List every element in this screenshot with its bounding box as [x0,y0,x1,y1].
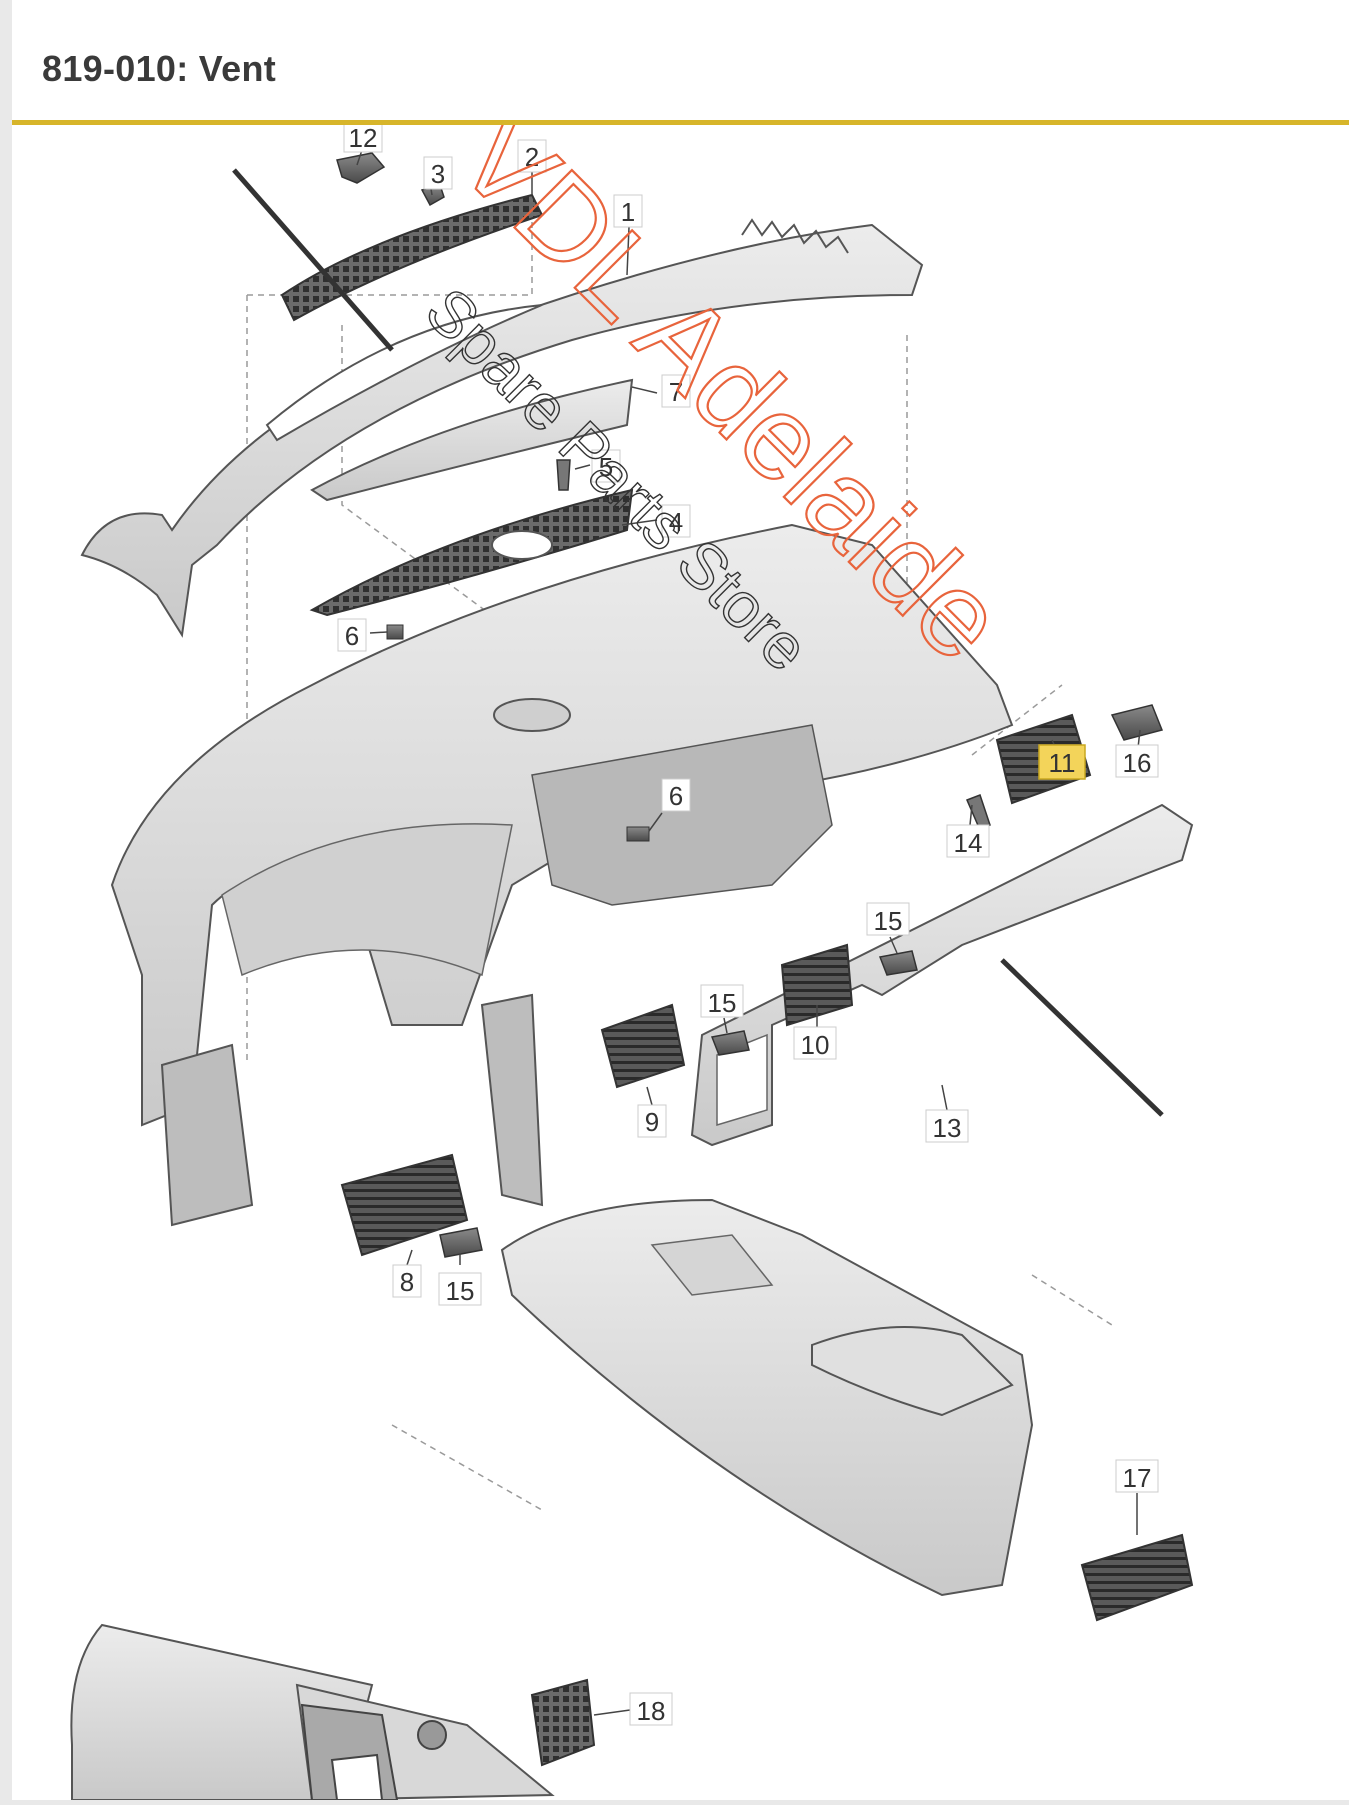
callout-2[interactable]: 2 [517,139,547,173]
callout-13[interactable]: 13 [925,1109,969,1143]
dashboard-center-leg [480,993,544,1207]
part-6-clip-a [386,624,404,640]
callout-17[interactable]: 17 [1115,1459,1159,1493]
callout-6-left[interactable]: 6 [337,618,367,652]
part-13-cutout [716,1033,768,1127]
svg-text:8: 8 [400,1267,414,1297]
page-title: 819-010: Vent [42,48,277,89]
svg-text:18: 18 [637,1696,666,1726]
part-17-rear-vent [1080,1533,1194,1622]
part-5-screw [556,459,571,491]
dashboard-glovebox-shadow [221,823,513,977]
watermark-stroke-bottom [1000,958,1164,1117]
svg-text:4: 4 [669,507,683,537]
parts-diagram-canvas: 12 3 2 1 7 [12,89,1349,1802]
callout-11-highlighted[interactable]: 11 [1038,744,1086,780]
svg-text:15: 15 [708,988,737,1018]
part-2-defrost-grille [280,193,544,322]
center-console [500,1198,1034,1597]
header-divider [12,120,1349,125]
part-15-clip-b [710,1030,750,1056]
callout-4[interactable]: 4 [661,504,691,538]
callout-3[interactable]: 3 [423,156,453,190]
callout-14[interactable]: 14 [946,824,990,858]
svg-text:12: 12 [349,125,378,153]
svg-text:10: 10 [801,1030,830,1060]
callout-12[interactable]: 12 [343,119,383,153]
part-13-lower-trim [690,803,1194,1147]
part-12-sensor-cover [336,152,386,184]
svg-text:3: 3 [431,159,445,189]
dashboard-center-ring [493,698,571,732]
callout-5[interactable]: 5 [591,449,621,483]
callout-labels: 12 3 2 1 7 [337,119,1159,1726]
center-console-armrest [811,1326,1014,1417]
part-4-speaker-grille [309,488,634,617]
callout-18[interactable]: 18 [629,1692,673,1726]
callout-1[interactable]: 1 [613,194,643,228]
part-9-vent [600,1003,686,1089]
svg-text:14: 14 [954,828,983,858]
dashboard-left-pillar [160,1043,254,1227]
part-10-vent [780,943,854,1027]
part-15-clip-c [439,1227,483,1258]
svg-text:11: 11 [1049,748,1076,778]
dashboard-internal-structure [531,724,833,906]
svg-text:1: 1 [621,197,635,227]
part-14-screw [966,794,991,832]
svg-text:7: 7 [669,377,683,407]
watermark-stroke-top [232,168,394,352]
part-1-teeth [741,218,849,254]
part-18-grille [530,1678,596,1767]
part-6-clip-b [626,826,650,842]
callout-6-center[interactable]: 6 [661,778,691,812]
callout-15-right[interactable]: 15 [866,902,910,936]
header-bar: 819-010: Vent [12,0,1349,124]
part-15-clip-a [878,950,918,976]
svg-text:13: 13 [933,1113,962,1143]
callout-8[interactable]: 8 [392,1264,422,1298]
svg-text:6: 6 [345,621,359,651]
svg-text:16: 16 [1123,748,1152,778]
callout-15-center[interactable]: 15 [700,984,744,1018]
part-8-vent [340,1153,469,1257]
callout-7[interactable]: 7 [661,374,691,408]
svg-text:17: 17 [1123,1463,1152,1493]
part-7-center-trim [310,378,634,502]
svg-text:15: 15 [446,1276,475,1306]
svg-text:5: 5 [599,452,613,482]
inset-detail-view [70,1623,555,1802]
part-1-upper-dash-trim [80,223,924,638]
svg-text:9: 9 [645,1107,659,1137]
callout-16[interactable]: 16 [1115,744,1159,778]
part-4-speaker-hole [491,530,553,560]
part-1-slot [265,304,543,442]
callout-10[interactable]: 10 [793,1026,837,1060]
callout-9[interactable]: 9 [637,1104,667,1138]
part-16-clip [1110,704,1164,741]
svg-text:2: 2 [525,142,539,172]
svg-text:15: 15 [874,906,903,936]
parts-diagram: 12 3 2 1 7 [70,89,1194,1802]
svg-text:6: 6 [669,781,683,811]
callout-15-left[interactable]: 15 [438,1272,482,1306]
center-console-tray [650,1234,774,1296]
